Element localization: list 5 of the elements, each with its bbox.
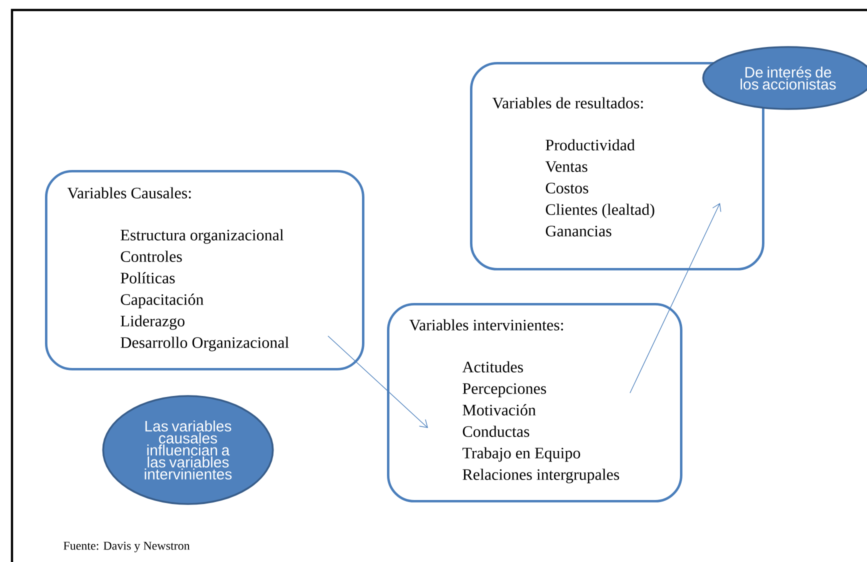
rounded-box: Variables intervinientes: Actitudes Percepciones Motivación Conductas Trabajo en Equipo Relaciones intergrupales [387,303,682,502]
arrow [328,336,428,428]
source-note: Fuente: Davis y Newstron [64,542,190,552]
arrow [630,203,722,394]
rounded-box: Variables Causales: Estructura organizacional Controles Políticas Capacitación Liderazgo Desarrollo Organizacional [45,170,364,370]
